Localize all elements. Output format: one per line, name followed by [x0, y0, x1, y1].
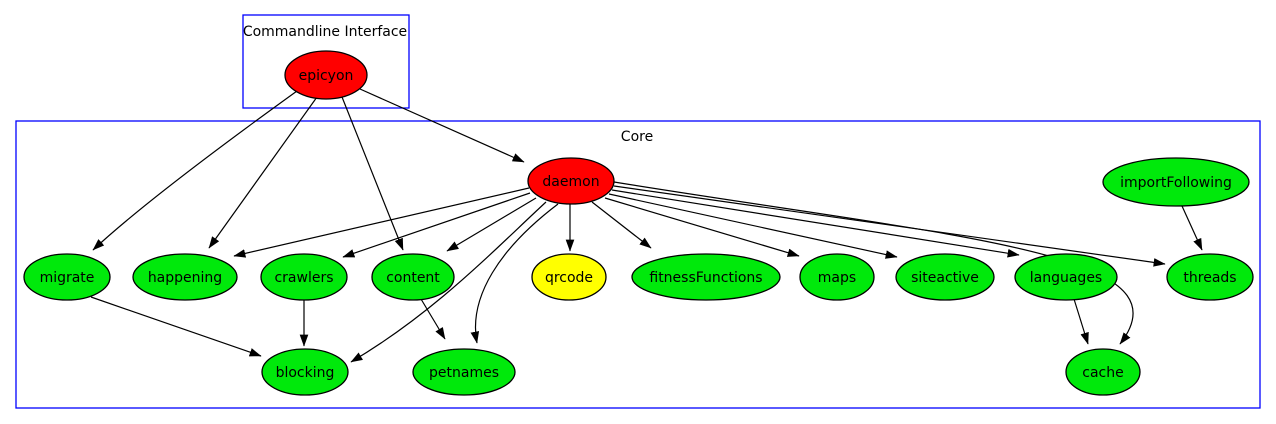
edge-languages-to-cache — [1073, 298, 1089, 345]
node-languages: languages — [1014, 253, 1118, 301]
node-threads: threads — [1166, 253, 1254, 301]
node-epicyon-shape — [284, 50, 368, 100]
edge-epicyon-to-migrate — [92, 90, 298, 251]
node-siteactive: siteactive — [895, 253, 995, 301]
node-epicyon: epicyon — [284, 50, 368, 100]
node-importFollowing-shape — [1102, 157, 1250, 207]
node-content: content — [371, 253, 455, 301]
edge-daemon-to-maps — [604, 197, 800, 257]
node-happening: happening — [132, 253, 238, 301]
edge-daemon-to-happening — [233, 187, 530, 258]
node-maps: maps — [799, 253, 875, 301]
edge-daemon-to-crawlers — [342, 192, 531, 258]
edge-daemon-to-fitnessFunctions — [591, 201, 652, 249]
edge-content-to-petnames — [420, 298, 446, 340]
node-happening-label: happening — [148, 270, 222, 286]
cluster-commandline-interface-label: Commandline Interface — [243, 24, 407, 40]
node-petnames-label: petnames — [429, 365, 499, 381]
edge-epicyon-to-happening — [208, 96, 318, 249]
edge-daemon-to-cache — [613, 181, 1134, 345]
node-daemon: daemon — [527, 157, 615, 205]
node-cache: cache — [1065, 348, 1141, 396]
node-fitnessFunctions-label: fitnessFunctions — [649, 270, 762, 286]
node-qrcode-shape — [531, 253, 607, 301]
node-maps-label: maps — [818, 270, 856, 286]
node-languages-label: languages — [1030, 270, 1102, 286]
node-qrcode-label: qrcode — [545, 270, 593, 286]
edge-daemon-to-content — [446, 197, 537, 252]
node-epicyon-label: epicyon — [299, 68, 354, 84]
edge-daemon-to-petnames — [470, 203, 559, 344]
edge-epicyon-to-daemon — [359, 88, 525, 163]
node-siteactive-label: siteactive — [911, 270, 979, 286]
node-importFollowing: importFollowing — [1102, 157, 1250, 207]
edge-daemon-to-blocking — [350, 201, 547, 363]
edge-daemon-to-threads — [613, 185, 1166, 267]
node-cache-shape — [1065, 348, 1141, 396]
cluster-commandline-interface-border — [242, 14, 410, 109]
node-crawlers-shape — [260, 253, 348, 301]
node-migrate-label: migrate — [40, 270, 95, 286]
edge-migrate-to-blocking — [90, 296, 262, 357]
edge-daemon-to-siteactive — [608, 193, 898, 259]
node-petnames: petnames — [412, 348, 516, 396]
edge-daemon-to-languages — [611, 189, 1020, 258]
node-blocking-label: blocking — [276, 365, 335, 381]
node-threads-shape — [1166, 253, 1254, 301]
node-cache-label: cache — [1082, 365, 1123, 381]
node-maps-shape — [799, 253, 875, 301]
node-petnames-shape — [412, 348, 516, 396]
node-languages-shape — [1014, 253, 1118, 301]
node-happening-shape — [132, 253, 238, 301]
node-fitnessFunctions-shape — [631, 253, 781, 301]
node-daemon-shape — [527, 157, 615, 205]
cluster-commandline-interface: Commandline Interface — [242, 14, 410, 109]
cluster-core-label: Core — [621, 129, 653, 145]
node-migrate: migrate — [23, 253, 111, 301]
node-importFollowing-label: importFollowing — [1120, 175, 1232, 191]
node-fitnessFunctions: fitnessFunctions — [631, 253, 781, 301]
cluster-core: Core — [15, 120, 1261, 409]
node-daemon-label: daemon — [542, 174, 599, 190]
node-siteactive-shape — [895, 253, 995, 301]
node-qrcode: qrcode — [531, 253, 607, 301]
node-threads-label: threads — [1183, 270, 1236, 286]
node-migrate-shape — [23, 253, 111, 301]
node-crawlers: crawlers — [260, 253, 348, 301]
cluster-core-border — [15, 120, 1261, 409]
edge-epicyon-to-content — [341, 96, 404, 251]
node-content-shape — [371, 253, 455, 301]
edge-importFollowing-to-threads — [1181, 205, 1203, 251]
node-blocking: blocking — [261, 348, 349, 396]
node-content-label: content — [386, 270, 440, 286]
node-blocking-shape — [261, 348, 349, 396]
node-crawlers-label: crawlers — [274, 270, 333, 286]
